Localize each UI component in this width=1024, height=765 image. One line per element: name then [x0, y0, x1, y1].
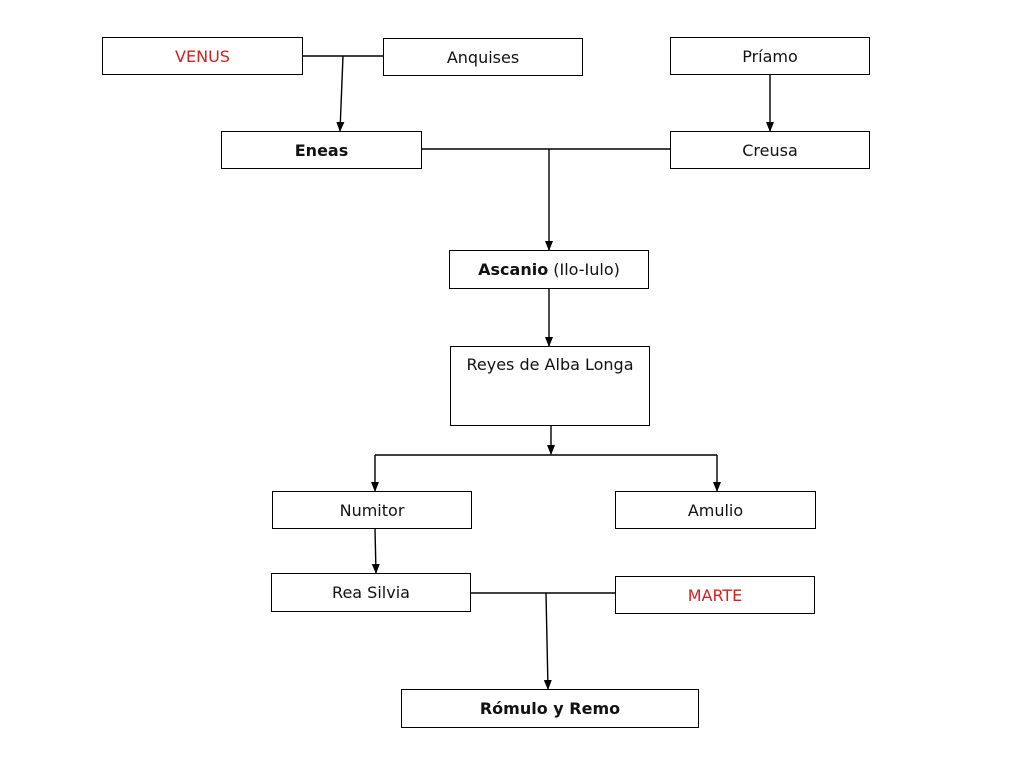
node-eneas: Eneas	[221, 131, 422, 169]
arrow-to-romulo-remo	[543, 592, 552, 690]
node-romulo-remo-label: Rómulo y Remo	[479, 699, 621, 718]
node-eneas-label: Eneas	[294, 140, 349, 160]
node-reyes-label: Reyes de Alba Longa	[466, 355, 634, 374]
node-ascanio: Ascanio (Ilo-Iulo)	[449, 250, 649, 289]
node-venus: VENUS	[102, 37, 303, 75]
node-ascanio-alias: (Ilo-Iulo)	[548, 260, 620, 279]
node-romulo-remo: Rómulo y Remo	[401, 689, 699, 728]
arrow-to-rea-silvia	[371, 528, 380, 574]
node-marte-label: MARTE	[687, 585, 743, 605]
node-venus-label: VENUS	[175, 46, 230, 66]
node-numitor-label: Numitor	[339, 500, 405, 520]
node-rea-silvia-label: Rea Silvia	[332, 583, 410, 602]
node-ascanio-label: Ascanio	[478, 260, 549, 279]
node-reyes-alba-longa: Reyes de Alba Longa	[450, 346, 650, 426]
node-amulio-label: Amulio	[687, 500, 744, 520]
node-numitor: Numitor	[272, 491, 472, 529]
node-amulio: Amulio	[615, 491, 816, 529]
node-rea-silvia: Rea Silvia	[271, 573, 471, 612]
arrow-to-eneas	[336, 55, 345, 132]
node-creusa-label: Creusa	[742, 140, 798, 160]
node-anquises: Anquises	[383, 38, 583, 76]
node-priamo-label: Príamo	[742, 46, 798, 66]
node-anquises-label: Anquises	[446, 47, 520, 67]
node-marte: MARTE	[615, 576, 815, 614]
node-creusa: Creusa	[670, 131, 870, 169]
node-priamo: Príamo	[670, 37, 870, 75]
